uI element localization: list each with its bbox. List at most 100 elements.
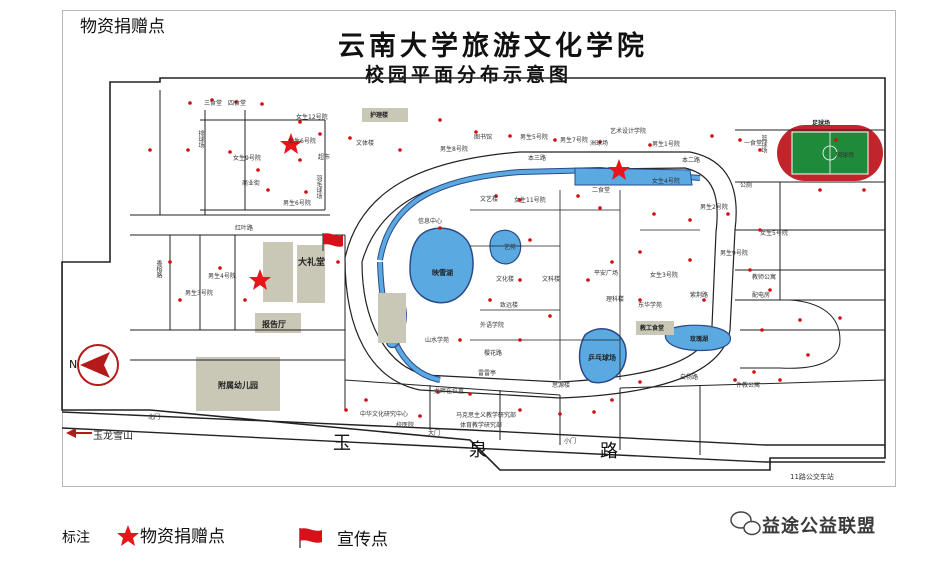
pond-south bbox=[578, 327, 627, 384]
donation-point-heading: 物资捐赠点 bbox=[80, 17, 165, 37]
publicity-flag-map bbox=[322, 233, 343, 251]
map-label: 思源楼 bbox=[552, 382, 571, 389]
map-label: 文艺楼 bbox=[480, 196, 499, 203]
yuquan-road-edge-south bbox=[61, 427, 885, 463]
map-label: 信息中心 bbox=[418, 218, 443, 225]
map-label: 东华学苑 bbox=[638, 302, 663, 309]
map-subtitle: 校园平面分布示意图 bbox=[365, 64, 573, 86]
map-label: 女生6号院 bbox=[288, 138, 316, 145]
campus-boundary bbox=[61, 77, 886, 471]
map-label: 山水学苑 bbox=[425, 337, 450, 344]
map-label: 龙畔在位置 bbox=[434, 388, 465, 395]
west-direction-label: 玉龙雪山 bbox=[93, 431, 133, 442]
wechat-icon bbox=[730, 511, 761, 536]
map-label: 三食堂 bbox=[204, 100, 223, 107]
map-label: 平安广场 bbox=[594, 270, 619, 277]
map-label: 本二路 bbox=[682, 157, 701, 164]
legend-donation-text: 物资捐赠点 bbox=[140, 527, 225, 547]
map-label: 女生9号院 bbox=[233, 155, 261, 162]
map-label: 二食堂 bbox=[592, 187, 611, 194]
gate-label-main: 大门 bbox=[428, 430, 441, 437]
map-label: 四食堂 bbox=[228, 100, 247, 107]
main-lake bbox=[409, 227, 474, 304]
map-label: 马克思主义教学研究部 bbox=[456, 412, 517, 419]
inner-paths bbox=[470, 190, 700, 380]
map-label: 女生4号院 bbox=[652, 178, 680, 185]
map-label: 中华文化研究中心 bbox=[360, 411, 409, 418]
watermark-text: 益途公益联盟 bbox=[762, 516, 876, 537]
hospital-block bbox=[362, 108, 408, 122]
lake-label-main: 映雪湖 bbox=[432, 269, 453, 277]
map-label: 男生5号院 bbox=[520, 134, 548, 141]
faculty-canteen-block bbox=[636, 321, 674, 335]
west-street-grid bbox=[109, 82, 346, 410]
lake-label-south: 乒乓球场 bbox=[588, 354, 616, 362]
map-label: 网球场 bbox=[836, 152, 855, 159]
map-label: 樱花路 bbox=[484, 350, 503, 357]
building-label-hospital: 护理楼 bbox=[370, 112, 389, 119]
kindergarten-block bbox=[196, 357, 280, 411]
map-dots bbox=[148, 98, 866, 418]
hall-block-1 bbox=[263, 242, 293, 302]
building-label-kindergarten: 附属幼儿园 bbox=[218, 381, 258, 390]
map-label: 文化楼 bbox=[496, 276, 515, 283]
north-letter: N bbox=[69, 358, 78, 371]
map-label: 男生8号院 bbox=[440, 146, 468, 153]
map-label: 艺术设计学院 bbox=[610, 128, 647, 135]
map-label: 女生3号院 bbox=[650, 272, 678, 279]
west-arrow-icon bbox=[66, 428, 92, 438]
map-label: 配电房 bbox=[752, 292, 771, 299]
gate-label-north: 北门 bbox=[148, 414, 161, 421]
map-label: 篮球场 bbox=[760, 135, 767, 153]
map-label: 图书馆 bbox=[474, 134, 493, 141]
pond-east bbox=[664, 324, 731, 352]
map-label: 女生5号院 bbox=[760, 230, 788, 237]
map-label: 羽毛球场 bbox=[315, 175, 322, 199]
hall-block-2 bbox=[297, 245, 325, 303]
map-label: 致远楼 bbox=[500, 302, 519, 309]
map-label: 外语学院 bbox=[480, 322, 505, 329]
map-label: 男生4号院 bbox=[208, 273, 236, 280]
map-label: 体育教学研究部 bbox=[460, 422, 503, 429]
map-label: 一食堂 bbox=[744, 140, 763, 147]
map-label: 香榕路 bbox=[155, 260, 162, 278]
map-label: 红叶路 bbox=[235, 225, 254, 232]
lake-label-east: 玫瑰湖 bbox=[690, 336, 709, 343]
map-label: 雷雷亭 bbox=[478, 370, 497, 377]
road-label-lu: 路 bbox=[600, 441, 618, 462]
map-label: 男生7号院 bbox=[560, 137, 588, 144]
ring-road-outer bbox=[344, 151, 737, 399]
map-label: 男生3号院 bbox=[185, 290, 213, 297]
north-compass bbox=[77, 344, 119, 386]
donation-star-3 bbox=[249, 269, 271, 290]
map-label: 件教公寓 bbox=[736, 382, 761, 389]
map-label: 排球场 bbox=[197, 130, 204, 148]
south-street-grid bbox=[344, 379, 886, 455]
map-label: 艺苑 bbox=[504, 244, 517, 251]
map-label: 理科楼 bbox=[606, 296, 625, 303]
map-label: 超市 bbox=[318, 154, 331, 161]
building-label-report-hall: 报告厅 bbox=[262, 320, 286, 329]
legend-publicity-text: 宣传点 bbox=[337, 530, 388, 550]
map-title: 云南大学旅游文化学院 bbox=[338, 31, 648, 62]
legend-label: 标注 bbox=[62, 530, 90, 546]
map-label: 教师公寓 bbox=[752, 274, 777, 281]
bus-stop-label: 11路公交车站 bbox=[790, 473, 834, 481]
gate-label-small: 小门 bbox=[564, 438, 577, 445]
donation-star-2 bbox=[608, 159, 630, 180]
map-label: 白杨路 bbox=[680, 374, 699, 381]
building-label-hall: 大礼堂 bbox=[298, 258, 326, 268]
legend-star bbox=[117, 525, 139, 546]
report-hall-block bbox=[255, 313, 301, 333]
map-label: 校医院 bbox=[396, 422, 415, 429]
map-label: 文体楼 bbox=[356, 140, 375, 147]
legend-flag bbox=[299, 528, 322, 548]
pond-north-center bbox=[489, 229, 522, 265]
donation-star-1 bbox=[280, 133, 302, 154]
map-label: 本三路 bbox=[528, 155, 547, 162]
map-label: 男生6号院 bbox=[283, 200, 311, 207]
map-label: 女生12号院 bbox=[296, 114, 328, 121]
map-label: 紫荆路 bbox=[690, 292, 709, 299]
map-label: 商业街 bbox=[242, 180, 261, 187]
